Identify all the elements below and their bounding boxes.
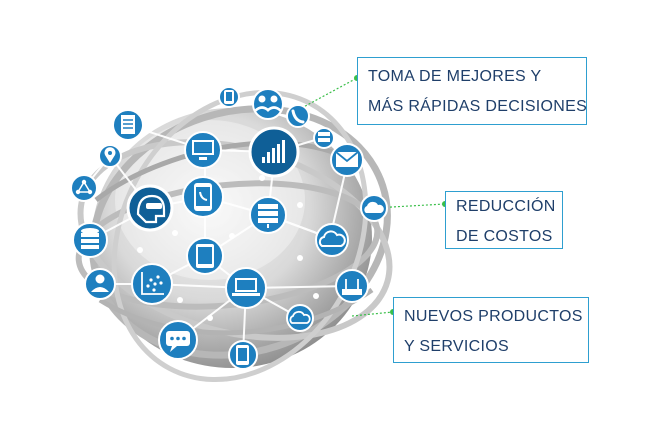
monitor-icon <box>184 131 222 169</box>
location-pin-icon <box>98 144 122 168</box>
server-small-icon <box>313 127 335 149</box>
user-icon <box>84 268 116 300</box>
cloud-icon <box>315 223 349 257</box>
callout-1-line-2: MÁS RÁPIDAS DECISIONES <box>368 98 588 115</box>
callout-2-line-2: DE COSTOS <box>456 228 553 245</box>
connectors <box>297 77 446 317</box>
callout-2-line-1: REDUCCIÓN <box>456 198 556 215</box>
smartphone-call-icon <box>182 176 224 218</box>
network-nodes-icon <box>70 174 98 202</box>
cloud-small-icon <box>286 304 314 332</box>
bar-chart-icon <box>248 126 300 178</box>
people-group-icon <box>252 88 284 120</box>
callout-better-decisions: TOMA DE MEJORES Y MÁS RÁPIDAS DECISIONES <box>357 57 587 125</box>
icon-nodes <box>70 86 388 370</box>
phone-small-icon <box>286 104 310 128</box>
callout-3-line-1: NUEVOS PRODUCTOS <box>404 308 583 325</box>
email-icon <box>330 143 364 177</box>
cloud-connect-icon <box>360 194 388 222</box>
phone-icon <box>218 86 240 108</box>
network-junctions <box>137 175 319 321</box>
router-icon <box>335 269 369 303</box>
server-icon <box>249 196 287 234</box>
callout-3-line-2: Y SERVICIOS <box>404 338 509 355</box>
mobile-call-icon <box>228 340 258 370</box>
tablet-icon <box>186 237 224 275</box>
head-vr-icon <box>126 184 174 232</box>
scatter-chart-icon <box>131 263 173 305</box>
chat-bubble-icon <box>158 320 198 360</box>
document-icon <box>112 109 144 141</box>
callout-1-line-1: TOMA DE MEJORES Y <box>368 68 542 85</box>
laptop-icon <box>225 267 267 309</box>
callout-cost-reduction: REDUCCIÓN DE COSTOS <box>445 191 563 249</box>
callout-new-products: NUEVOS PRODUCTOS Y SERVICIOS <box>393 297 589 363</box>
database-icon <box>72 222 108 258</box>
